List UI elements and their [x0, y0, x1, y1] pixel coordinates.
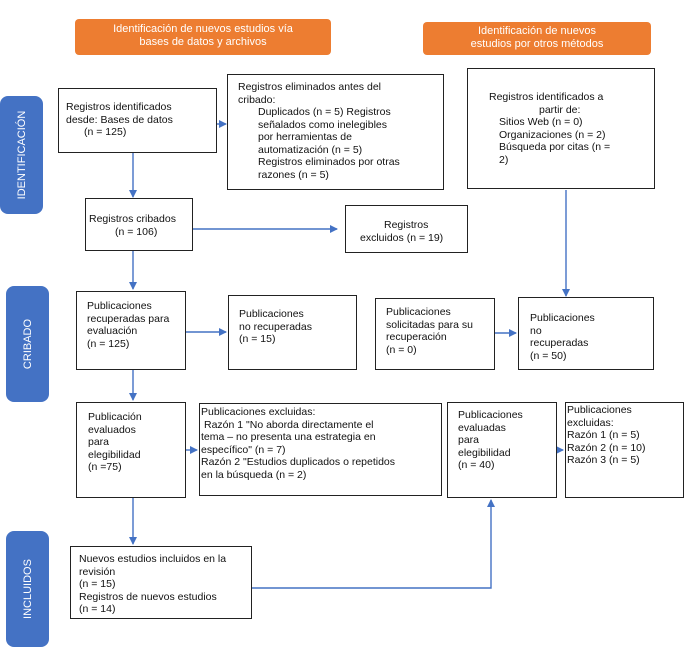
box-studies-included: Nuevos estudios incluidos en la revisión…	[70, 546, 252, 619]
identified-db-line-2: desde: Bases de datos	[66, 113, 173, 126]
included-line-2: revisión	[79, 565, 116, 578]
screened-count: (n = 106)	[115, 225, 158, 238]
eligibility-line-4: elegibilidad	[88, 448, 141, 461]
included-line-3: (n = 15)	[79, 578, 116, 590]
included-line-5: (n = 14)	[79, 603, 116, 615]
not-retrieved-other-count: (n = 50)	[530, 349, 567, 362]
requested-line-3: recuperación	[386, 331, 447, 343]
box-reports-requested: Publicaciones solicitadas para su recupe…	[375, 298, 495, 370]
header-other-methods: Identificación de nuevos estudios por ot…	[423, 22, 651, 55]
eligibility-line-1: Publicación	[88, 411, 142, 423]
header-databases: Identificación de nuevos estudios vía ba…	[75, 19, 331, 55]
not-retrieved-line-2: no recuperadas	[239, 320, 312, 333]
removed-line-8: razones (n = 5)	[258, 168, 329, 181]
identified-other-line-2: partir de:	[539, 103, 581, 116]
retrieval-count: (n = 125)	[87, 337, 130, 350]
retrieval-line-2: recuperadas para	[87, 312, 170, 325]
header-databases-line-2: bases de datos y archivos	[139, 36, 267, 48]
phase-screening: CRIBADO	[6, 286, 49, 402]
identified-db-line-1: Registros identificados	[66, 101, 172, 113]
box-identified-other: Registros identificados a partir de: Sit…	[467, 68, 655, 189]
not-retrieved-other-line-2: no	[530, 324, 542, 337]
eligibility-other-line-4: elegibilidad	[458, 446, 511, 459]
not-retrieved-line-1: Publicaciones	[239, 308, 304, 320]
removed-line-6: automatización (n = 5)	[258, 143, 363, 156]
header-other-line-1: Identificación de nuevos	[477, 25, 597, 37]
phase-included: INCLUIDOS	[6, 531, 49, 647]
removed-line-5: por herramientas de	[258, 131, 352, 143]
excluded-line-1: Registros	[384, 219, 429, 231]
requested-line-1: Publicaciones	[386, 306, 451, 318]
excluded-other-line-3: Razón 1 (n = 5)	[567, 429, 640, 441]
arrow-included-to-eligibility-other	[252, 499, 495, 589]
removed-line-7: Registros eliminados por otras	[258, 156, 400, 168]
excluded-reasons-line-6: en la búsqueda (n = 2)	[201, 468, 307, 481]
identified-other-line-4: Organizaciones (n = 2)	[499, 128, 606, 141]
header-databases-line-1: Identificación de nuevos estudios vía	[113, 23, 293, 35]
eligibility-other-line-1: Publicaciones	[458, 409, 523, 421]
screened-line-1: Registros cribados	[89, 213, 176, 225]
identified-other-line-1: Registros identificados a	[489, 91, 604, 103]
box-reports-excluded-reasons: Publicaciones excluidas: Razón 1 "No abo…	[199, 403, 442, 496]
box-reports-excluded-other: Publicaciones excluidas: Razón 1 (n = 5)…	[565, 402, 684, 498]
excluded-line-2: excluidos (n = 19)	[360, 231, 444, 244]
identified-db-count: (n = 125)	[84, 126, 127, 138]
box-eligibility: Publicación evaluados para elegibilidad …	[76, 402, 186, 498]
eligibility-count: (n =75)	[88, 461, 122, 473]
excluded-reasons-line-4: específico" (n = 7)	[201, 443, 286, 456]
removed-line-1: Registros eliminados antes del	[238, 81, 381, 93]
excluded-reasons-line-2: Razón 1 "No aborda directamente el	[204, 418, 374, 431]
not-retrieved-other-line-3: recuperadas	[530, 337, 589, 349]
requested-count: (n = 0)	[386, 343, 417, 356]
box-records-removed: Registros eliminados antes del cribado: …	[227, 74, 444, 190]
eligibility-line-3: para	[88, 436, 110, 448]
identified-other-line-6: 2)	[499, 153, 509, 166]
not-retrieved-other-line-1: Publicaciones	[530, 312, 595, 324]
removed-line-3: Duplicados (n = 5) Registros	[258, 106, 391, 118]
eligibility-other-line-2: evaluadas	[458, 421, 506, 434]
identified-other-line-3: Sitios Web (n = 0)	[499, 116, 583, 128]
eligibility-other-line-3: para	[458, 434, 480, 446]
box-records-screened: Registros cribados (n = 106)	[85, 198, 193, 251]
box-reports-not-retrieved: Publicaciones no recuperadas (n = 15)	[228, 295, 357, 370]
excluded-reasons-line-1: Publicaciones excluidas:	[201, 406, 316, 418]
header-other-line-2: estudios por otros métodos	[470, 38, 604, 50]
eligibility-line-2: evaluados	[88, 423, 136, 436]
retrieval-line-3: evaluación	[87, 325, 138, 337]
box-eligibility-other: Publicaciones evaluadas para elegibilida…	[447, 402, 557, 498]
excluded-reasons-line-3: tema – no presenta una estrategia en	[201, 431, 376, 443]
excluded-other-line-4: Razón 2 (n = 10)	[567, 441, 646, 454]
eligibility-other-count: (n = 40)	[458, 459, 495, 471]
excluded-other-line-5: Razón 3 (n = 5)	[567, 454, 640, 466]
not-retrieved-count: (n = 15)	[239, 333, 276, 345]
box-reports-retrieval: Publicaciones recuperadas para evaluació…	[76, 291, 186, 370]
retrieval-line-1: Publicaciones	[87, 300, 152, 312]
excluded-other-line-2: excluidas:	[567, 416, 614, 429]
removed-line-4: señalados como inelegibles	[258, 118, 387, 131]
removed-line-2: cribado:	[238, 93, 276, 106]
requested-line-2: solicitadas para su	[386, 318, 473, 331]
phase-identification: IDENTIFICACIÓN	[0, 96, 43, 214]
included-line-1: Nuevos estudios incluidos en la	[79, 553, 227, 565]
box-records-excluded: Registros excluidos (n = 19)	[345, 205, 468, 253]
included-line-4: Registros de nuevos estudios	[79, 590, 217, 603]
box-identified-databases: Registros identificados desde: Bases de …	[58, 88, 217, 153]
box-reports-not-retrieved-other: Publicaciones no recuperadas (n = 50)	[518, 297, 654, 370]
excluded-other-line-1: Publicaciones	[567, 404, 632, 416]
excluded-reasons-line-5: Razón 2 "Estudios duplicados o repetidos	[201, 456, 396, 468]
identified-other-line-5: Búsqueda por citas (n =	[499, 141, 611, 153]
